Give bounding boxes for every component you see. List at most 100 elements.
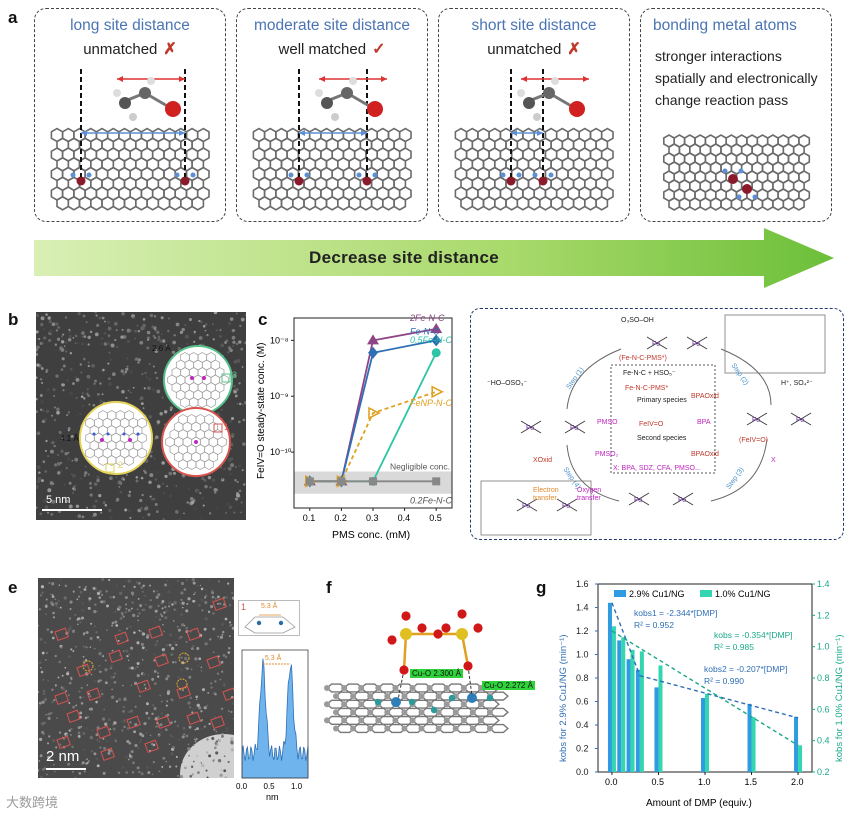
- stem-speckle: [103, 746, 106, 750]
- stem-speckle: [141, 493, 144, 497]
- stem-speckle: [205, 624, 209, 628]
- stem-speckle: [124, 596, 127, 599]
- stem-speckle: [204, 596, 207, 599]
- stem-speckle: [43, 733, 45, 735]
- stem-speckle: [192, 708, 194, 710]
- stem-speckle: [43, 641, 47, 644]
- stem-speckle: [175, 643, 178, 647]
- stem-speckle: [44, 418, 48, 421]
- stem-speckle: [115, 700, 119, 703]
- hexagon: [280, 195, 294, 211]
- stem-speckle: [115, 329, 118, 332]
- stem-speckle: [164, 474, 168, 479]
- marker-label: 3: [232, 370, 238, 380]
- carbon-atom: [409, 717, 416, 724]
- stem-speckle: [118, 591, 123, 596]
- bar-1.0: [798, 745, 803, 772]
- stem-speckle: [38, 608, 42, 611]
- stem-speckle: [42, 689, 46, 692]
- y-tick-label-right: 1.4: [817, 579, 830, 589]
- stem-speckle: [216, 602, 219, 605]
- stem-speckle: [140, 586, 144, 589]
- stem-speckle: [47, 742, 49, 745]
- stem-speckle: [149, 495, 152, 498]
- fe-atom: [194, 440, 198, 444]
- stem-speckle: [240, 347, 244, 351]
- fe-atom: [100, 438, 104, 442]
- stem-speckle: [238, 340, 242, 344]
- stem-speckle: [47, 455, 50, 458]
- carbon-atom: [384, 725, 391, 732]
- stem-speckle: [146, 346, 150, 350]
- stem-speckle: [166, 692, 170, 695]
- stem-speckle: [225, 339, 229, 343]
- stem-speckle: [159, 613, 162, 616]
- stem-speckle: [87, 473, 90, 476]
- stem-speckle: [196, 727, 199, 731]
- stem-speckle: [166, 579, 169, 582]
- fe-symbol: Fe: [652, 341, 660, 348]
- hexagon: [123, 195, 137, 211]
- bond: [800, 418, 812, 426]
- stem-speckle: [201, 727, 203, 730]
- cu-o-bond: [467, 665, 473, 697]
- stem-speckle: [168, 317, 171, 320]
- x-tick-label: 0.5: [264, 782, 276, 791]
- y-tick-label: 1.6: [576, 579, 589, 589]
- stem-speckle: [39, 378, 43, 381]
- carbon-atom: [418, 693, 425, 700]
- stem-speckle: [133, 730, 137, 734]
- stem-speckle: [60, 347, 65, 352]
- stem-speckle: [43, 328, 45, 330]
- stem-speckle: [162, 482, 164, 485]
- stem-speckle: [186, 501, 189, 504]
- marker-label: 1: [241, 602, 247, 612]
- stem-speckle: [231, 329, 235, 333]
- stem-speckle: [128, 653, 131, 656]
- stem-speckle: [63, 596, 67, 600]
- stem-speckle: [45, 409, 50, 414]
- stem-speckle: [102, 655, 105, 658]
- stem-speckle: [140, 630, 143, 633]
- stem-speckle: [149, 599, 152, 602]
- stem-speckle: [57, 471, 61, 475]
- stem-speckle: [161, 600, 165, 603]
- bar-2.9: [635, 669, 640, 772]
- stem-speckle: [123, 585, 126, 588]
- stem-speckle: [126, 739, 130, 744]
- stem-speckle: [161, 607, 164, 610]
- stem-speckle: [68, 702, 71, 704]
- stem-speckle: [219, 602, 222, 605]
- stem-speckle: [201, 688, 206, 692]
- stem-speckle: [116, 346, 119, 348]
- n-atom: [122, 432, 126, 436]
- stem-speckle: [199, 320, 203, 324]
- stem-speckle: [181, 327, 185, 332]
- stem-speckle: [107, 334, 111, 338]
- metal-atom: [728, 174, 738, 184]
- bond: [756, 412, 768, 420]
- stem-speckle: [170, 653, 174, 656]
- bar-1.0: [621, 637, 626, 772]
- stem-speckle: [105, 590, 108, 593]
- stem-speckle: [109, 728, 112, 730]
- carbon-atom: [367, 725, 374, 732]
- stem-speckle: [214, 742, 217, 745]
- stem-speckle: [196, 646, 200, 650]
- nitrogen-atom: [736, 194, 742, 200]
- arrow-label: Decrease site distance: [309, 248, 499, 267]
- legend-swatch: [700, 590, 712, 597]
- hydrogen-atom: [517, 89, 525, 97]
- stem-speckle: [157, 593, 161, 597]
- stem-speckle: [187, 743, 190, 746]
- stem-speckle: [83, 397, 86, 400]
- stem-speckle: [142, 584, 145, 587]
- carbon-atom: [358, 717, 365, 724]
- stem-speckle: [223, 755, 226, 758]
- stem-speckle: [67, 451, 70, 454]
- stem-speckle: [84, 716, 88, 720]
- stem-speckle: [207, 610, 211, 614]
- stem-speckle: [182, 689, 184, 692]
- stem-speckle: [117, 639, 120, 642]
- stem-speckle: [37, 476, 42, 481]
